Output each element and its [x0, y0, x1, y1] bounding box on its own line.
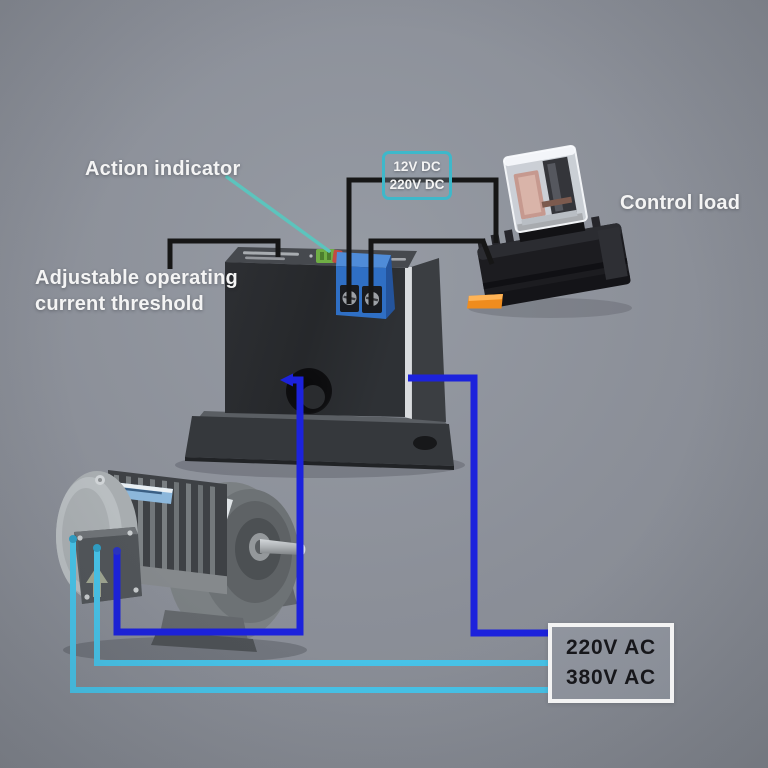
gear-motor — [56, 470, 307, 663]
blue-wire-ac-source — [408, 374, 550, 637]
dc-voltage-line2: 220V DC — [389, 176, 445, 192]
cyan-wire-1 — [70, 539, 550, 693]
black-wire-dc-2 — [368, 238, 495, 306]
black-wire-dc-1 — [346, 177, 499, 304]
pointer-line — [225, 175, 331, 253]
wiring-overlay — [69, 175, 550, 693]
ac-voltage-line2: 380V AC — [565, 666, 657, 689]
mounting-hole — [413, 436, 437, 450]
dc-voltage-callout: 12V DC 220V DC — [382, 151, 452, 200]
sensor-mounting-base — [185, 411, 454, 470]
cyan-connection-dot-1 — [69, 535, 77, 543]
blue-wire-arrowhead — [280, 373, 293, 387]
ac-voltage-callout: 220V AC 380V AC — [548, 623, 674, 703]
cyan-connection-dot-2 — [93, 544, 101, 552]
blue-connection-dot — [113, 547, 121, 555]
adjustable-threshold-label: Adjustable operating current threshold — [35, 265, 238, 317]
cyan-wire-2 — [94, 548, 550, 666]
adjustable-threshold-line1: Adjustable operating — [35, 267, 238, 289]
ac-voltage-line1: 220V AC — [565, 636, 657, 659]
dc-voltage-line1: 12V DC — [393, 158, 441, 174]
relay-clear-cover — [502, 144, 588, 234]
threshold-bracket — [167, 238, 281, 269]
control-load-label: Control load — [620, 192, 741, 214]
output-terminal-block — [336, 252, 395, 319]
indicator-led-and-trimmer — [316, 249, 343, 264]
blue-wire-motor-loop — [113, 376, 304, 636]
relay-socket — [466, 216, 631, 309]
adjustable-threshold-line2: current threshold — [35, 293, 204, 315]
action-indicator-label: Action indicator — [85, 158, 241, 180]
motor-terminal-box — [74, 527, 142, 604]
relay-with-socket — [466, 144, 632, 318]
